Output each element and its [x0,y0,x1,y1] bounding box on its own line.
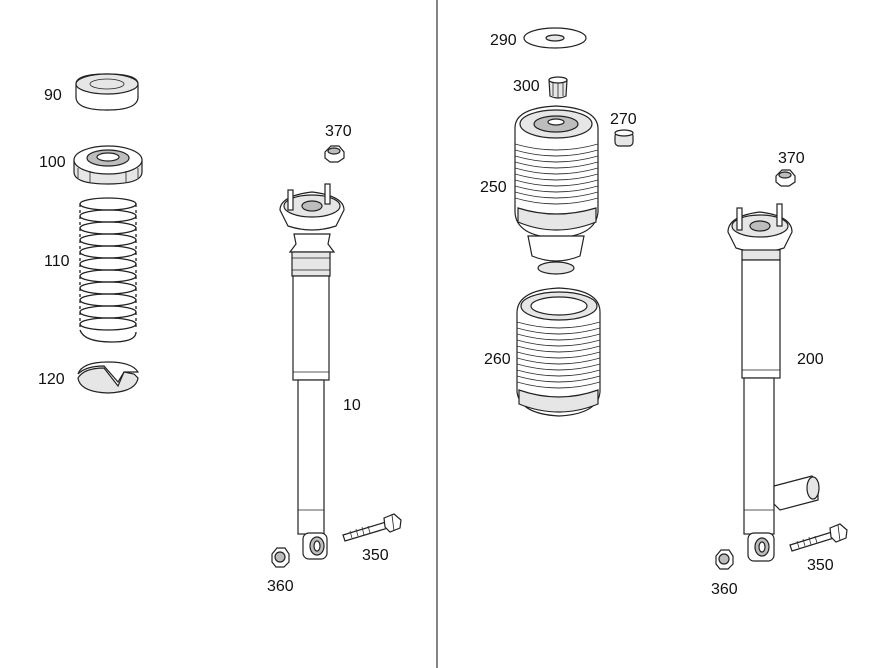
label-300: 300 [513,78,540,95]
nut-370-right[interactable] [775,169,796,187]
label-10: 10 [343,397,361,414]
label-360-left: 360 [267,578,294,595]
nut-360-right[interactable] [715,549,734,570]
label-90: 90 [44,87,62,104]
label-370-left: 370 [325,123,352,140]
cap-270[interactable] [614,129,634,147]
nut-370-left[interactable] [324,145,345,163]
label-370-right: 370 [778,150,805,167]
label-350-right: 350 [807,557,834,574]
spring-cap-90[interactable] [75,73,139,111]
nut-360-left[interactable] [271,547,290,568]
valve-300[interactable] [548,76,568,99]
label-270: 270 [610,111,637,128]
shock-absorber-200[interactable] [727,203,820,562]
label-360-right: 360 [711,581,738,598]
label-200: 200 [797,351,824,368]
label-250: 250 [480,179,507,196]
bolt-350-right[interactable] [789,523,848,552]
shock-absorber-10[interactable] [279,183,345,560]
label-100: 100 [39,154,66,171]
label-110: 110 [44,253,70,270]
label-260: 260 [484,351,511,368]
washer-290[interactable] [523,27,587,49]
label-350-left: 350 [362,547,389,564]
label-290: 290 [490,32,517,49]
spring-pad-120[interactable] [77,361,140,394]
air-spring-260[interactable] [516,287,601,417]
label-120: 120 [38,371,65,388]
spring-seat-100[interactable] [73,145,143,185]
bolt-350-left[interactable] [342,513,402,542]
air-spring-250[interactable] [514,105,599,275]
coil-spring-110[interactable] [79,197,137,343]
